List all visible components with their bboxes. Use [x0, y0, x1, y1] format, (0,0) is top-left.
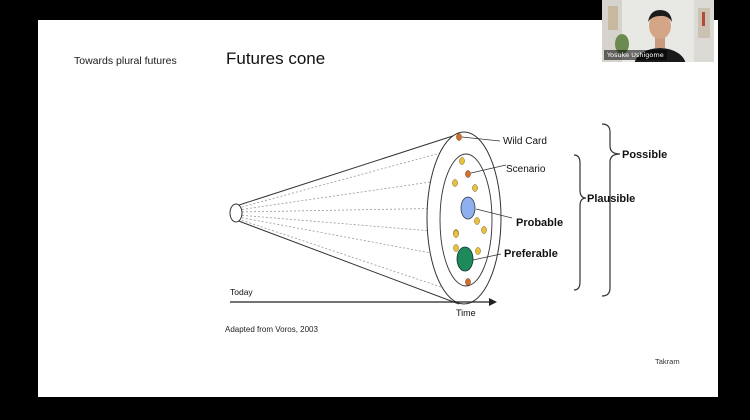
scenario-dot [453, 230, 459, 238]
futures-cone-diagram: Wild Card Scenario Probable Preferable P… [229, 123, 667, 318]
scenario-dot [452, 179, 458, 187]
cone-upper-edge [235, 133, 460, 207]
scenario-dot [459, 157, 465, 165]
plausible-brace [573, 154, 587, 291]
possible-brace [601, 123, 621, 297]
wild-card-label: Wild Card [503, 136, 547, 147]
preferable-pointer [472, 253, 502, 261]
probable-pointer [475, 208, 513, 219]
preferable-ellipse [456, 246, 474, 272]
scenario-dots [452, 157, 487, 255]
scenario-dot [474, 217, 480, 225]
probable-label: Probable [516, 217, 563, 229]
scenario-dot [481, 226, 487, 234]
probable-ellipse [460, 196, 476, 220]
possible-label: Possible [622, 149, 667, 161]
brand-label: Takram [655, 357, 680, 366]
wild-card-dot [465, 170, 471, 178]
preferable-label: Preferable [504, 248, 558, 260]
section-label: Towards plural futures [74, 55, 177, 67]
presentation-slide: Towards plural futures Futures cone [38, 20, 718, 397]
slide-title: Futures cone [226, 49, 326, 68]
scenario-dot [475, 247, 481, 255]
scenario-dot [453, 244, 459, 252]
plausible-label: Plausible [587, 193, 635, 205]
scenario-pointer [470, 164, 507, 174]
wild-card-dots [456, 133, 471, 286]
speaker-video-thumbnail[interactable]: Yosuke Ushigome [602, 0, 714, 62]
today-label: Today [230, 287, 253, 297]
participant-name: Yosuke Ushigome [604, 50, 667, 60]
time-axis-arrowhead [489, 298, 497, 306]
projection-lines [237, 151, 459, 289]
wild-card-pointer [461, 136, 501, 142]
scenario-label: Scenario [506, 164, 546, 175]
scenario-dot [472, 184, 478, 192]
today-ellipse [229, 203, 243, 223]
source-credit: Adapted from Voros, 2003 [225, 325, 318, 334]
wild-card-dot [456, 133, 462, 141]
wild-card-dot [465, 278, 471, 286]
cone-lower-edge [235, 219, 460, 305]
time-label: Time [456, 308, 476, 318]
